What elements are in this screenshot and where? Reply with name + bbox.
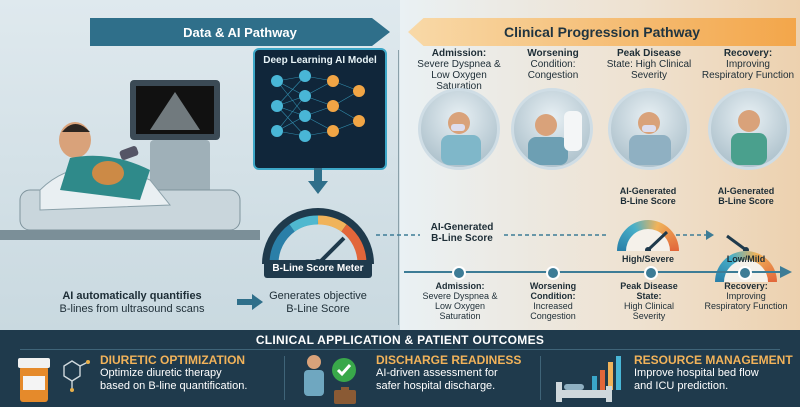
- timeline-line: Saturation: [439, 311, 481, 321]
- stage-title-admission: Admission: Severe Dyspnea & Low Oxygen S…: [412, 48, 506, 92]
- dashed-flow-arrow: [376, 230, 714, 240]
- timeline-label-recovery: Recovery: Improving Respiratory Function: [696, 281, 796, 311]
- timeline-dot: [738, 266, 752, 280]
- stage-title-bold: Peak Disease: [617, 48, 681, 59]
- clinical-progression-banner: Clinical Progression Pathway: [408, 18, 796, 46]
- stage-title-rest: Improving Respiratory Function: [701, 59, 795, 81]
- timeline-line: Worsening: [529, 281, 577, 291]
- ai-model-label: Deep Learning AI Model: [263, 55, 377, 66]
- timeline-dot: [452, 266, 466, 280]
- ai-score-label-line1: AI-Generated: [430, 222, 494, 233]
- down-arrow-icon: [308, 168, 328, 194]
- recovery-reading: Low/Mild: [726, 254, 766, 264]
- hospital-bed-chart-icon: [556, 356, 621, 402]
- stage-title-bold: Worsening: [527, 48, 579, 59]
- recovery-meter-label: AI-Generated B-Line Score: [706, 186, 786, 206]
- stage-title-worsening: Worsening Condition: Congestion: [508, 48, 598, 81]
- timeline-label-admission: Admission: Severe Dyspnea & Low Oxygen S…: [412, 281, 508, 321]
- b-line-score-meter: B-Line Score Meter: [262, 198, 374, 282]
- timeline-label-peak: Peak Disease State: High Clinical Severi…: [604, 281, 694, 321]
- ai-score-label-line2: B-Line Score: [431, 233, 493, 244]
- timeline-line: Recovery:: [724, 281, 768, 291]
- timeline-arrow-icon: [780, 266, 792, 278]
- peak-meter-label: AI-Generated B-Line Score: [608, 186, 688, 206]
- timeline-line: Increased: [533, 301, 573, 311]
- timeline-line: High Clinical: [623, 301, 675, 311]
- timeline-line: Respiratory Function: [704, 301, 788, 311]
- discharge-patient-icon: [304, 355, 356, 404]
- outcome-title: DISCHARGE READINESS: [376, 353, 522, 367]
- outcome-line: AI-driven assessment for: [376, 367, 498, 379]
- outcome-line: and ICU prediction.: [634, 380, 729, 392]
- center-caption: Generates objective B-Line Score: [262, 290, 374, 316]
- medicine-bottle-icon: [18, 358, 90, 402]
- stage-title-rest: Severe Dyspnea & Low Oxygen Saturation: [417, 59, 501, 92]
- patient-image-recovery: [708, 88, 790, 170]
- left-caption: AI automatically quantifies B-lines from…: [32, 290, 232, 316]
- timeline-line: Severity: [632, 311, 666, 321]
- outcome-resource: RESOURCE MANAGEMENT Improve hospital bed…: [634, 353, 798, 393]
- patient-image-peak: [608, 88, 690, 170]
- meter-label-line1: AI-Generated: [619, 186, 677, 196]
- timeline-dot: [644, 266, 658, 280]
- stage-title-recovery: Recovery: Improving Respiratory Function: [700, 48, 796, 81]
- meter-label-line1: AI-Generated: [717, 186, 775, 196]
- data-ai-pathway-banner: Data & AI Pathway: [90, 18, 390, 46]
- footer-separator: [284, 356, 285, 400]
- patient-image-admission: [418, 88, 500, 170]
- patient-image-worsening: [511, 88, 593, 170]
- stage-title-rest: Condition: Congestion: [527, 59, 579, 81]
- outcomes-footer: [0, 330, 800, 407]
- ai-score-label: AI-Generated B-Line Score: [420, 222, 504, 244]
- stage-title-bold: Recovery:: [723, 48, 773, 59]
- outcome-discharge: DISCHARGE READINESS AI-driven assessment…: [376, 353, 536, 393]
- outcome-title: RESOURCE MANAGEMENT: [634, 353, 793, 367]
- patient-ultrasound-illustration: [0, 80, 260, 240]
- timeline-line: Severe Dyspnea &: [422, 291, 498, 301]
- peak-gauge-needle: [645, 230, 669, 251]
- timeline-line: Admission:: [435, 281, 485, 291]
- timeline-line: Peak Disease: [620, 281, 678, 291]
- neural-network-icon: [271, 70, 365, 142]
- left-caption-rest: B-lines from ultrasound scans: [59, 303, 205, 315]
- footer-separator: [540, 356, 541, 400]
- outcome-line: safer hospital discharge.: [376, 380, 496, 392]
- meter-label: B-Line Score Meter: [264, 260, 372, 278]
- outcome-diuretic: DIURETIC OPTIMIZATION Optimize diuretic …: [100, 353, 280, 393]
- timeline-dot: [546, 266, 560, 280]
- stage-title-peak: Peak Disease State: High Clinical Severi…: [606, 48, 692, 81]
- outcome-line: Improve hospital bed flow: [634, 367, 759, 379]
- outcome-line: based on B-line quantification.: [100, 380, 248, 392]
- stage-title-rest: State: High Clinical Severity: [606, 59, 692, 81]
- outcome-line: Optimize diuretic therapy: [100, 367, 222, 379]
- timeline-line: State:: [636, 291, 662, 301]
- peak-reading: High/Severe: [621, 254, 675, 264]
- center-caption-line1: Generates objective: [269, 290, 367, 302]
- vertical-divider: [398, 50, 399, 325]
- timeline-label-worsening: Worsening Condition: Increased Congestio…: [508, 281, 598, 321]
- outcome-title: DIURETIC OPTIMIZATION: [100, 353, 246, 367]
- right-arrow-icon: [237, 294, 263, 310]
- stage-title-bold: Admission:: [431, 48, 487, 59]
- timeline-axis: [404, 271, 784, 273]
- timeline-line: Condition:: [530, 291, 576, 301]
- recovery-gauge-needle: [726, 234, 749, 251]
- center-caption-line2: B-Line Score: [286, 303, 350, 315]
- meter-label-line2: B-Line Score: [718, 196, 774, 206]
- timeline-line: Low Oxygen: [434, 301, 486, 311]
- left-caption-bold: AI automatically quantifies: [62, 290, 202, 302]
- ai-model-box: Deep Learning AI Model: [253, 48, 387, 170]
- footer-divider: [20, 349, 780, 350]
- timeline-line: Congestion: [530, 311, 576, 321]
- timeline-line: Improving: [726, 291, 766, 301]
- meter-label-line2: B-Line Score: [620, 196, 676, 206]
- footer-title: CLINICAL APPLICATION & PATIENT OUTCOMES: [255, 333, 545, 347]
